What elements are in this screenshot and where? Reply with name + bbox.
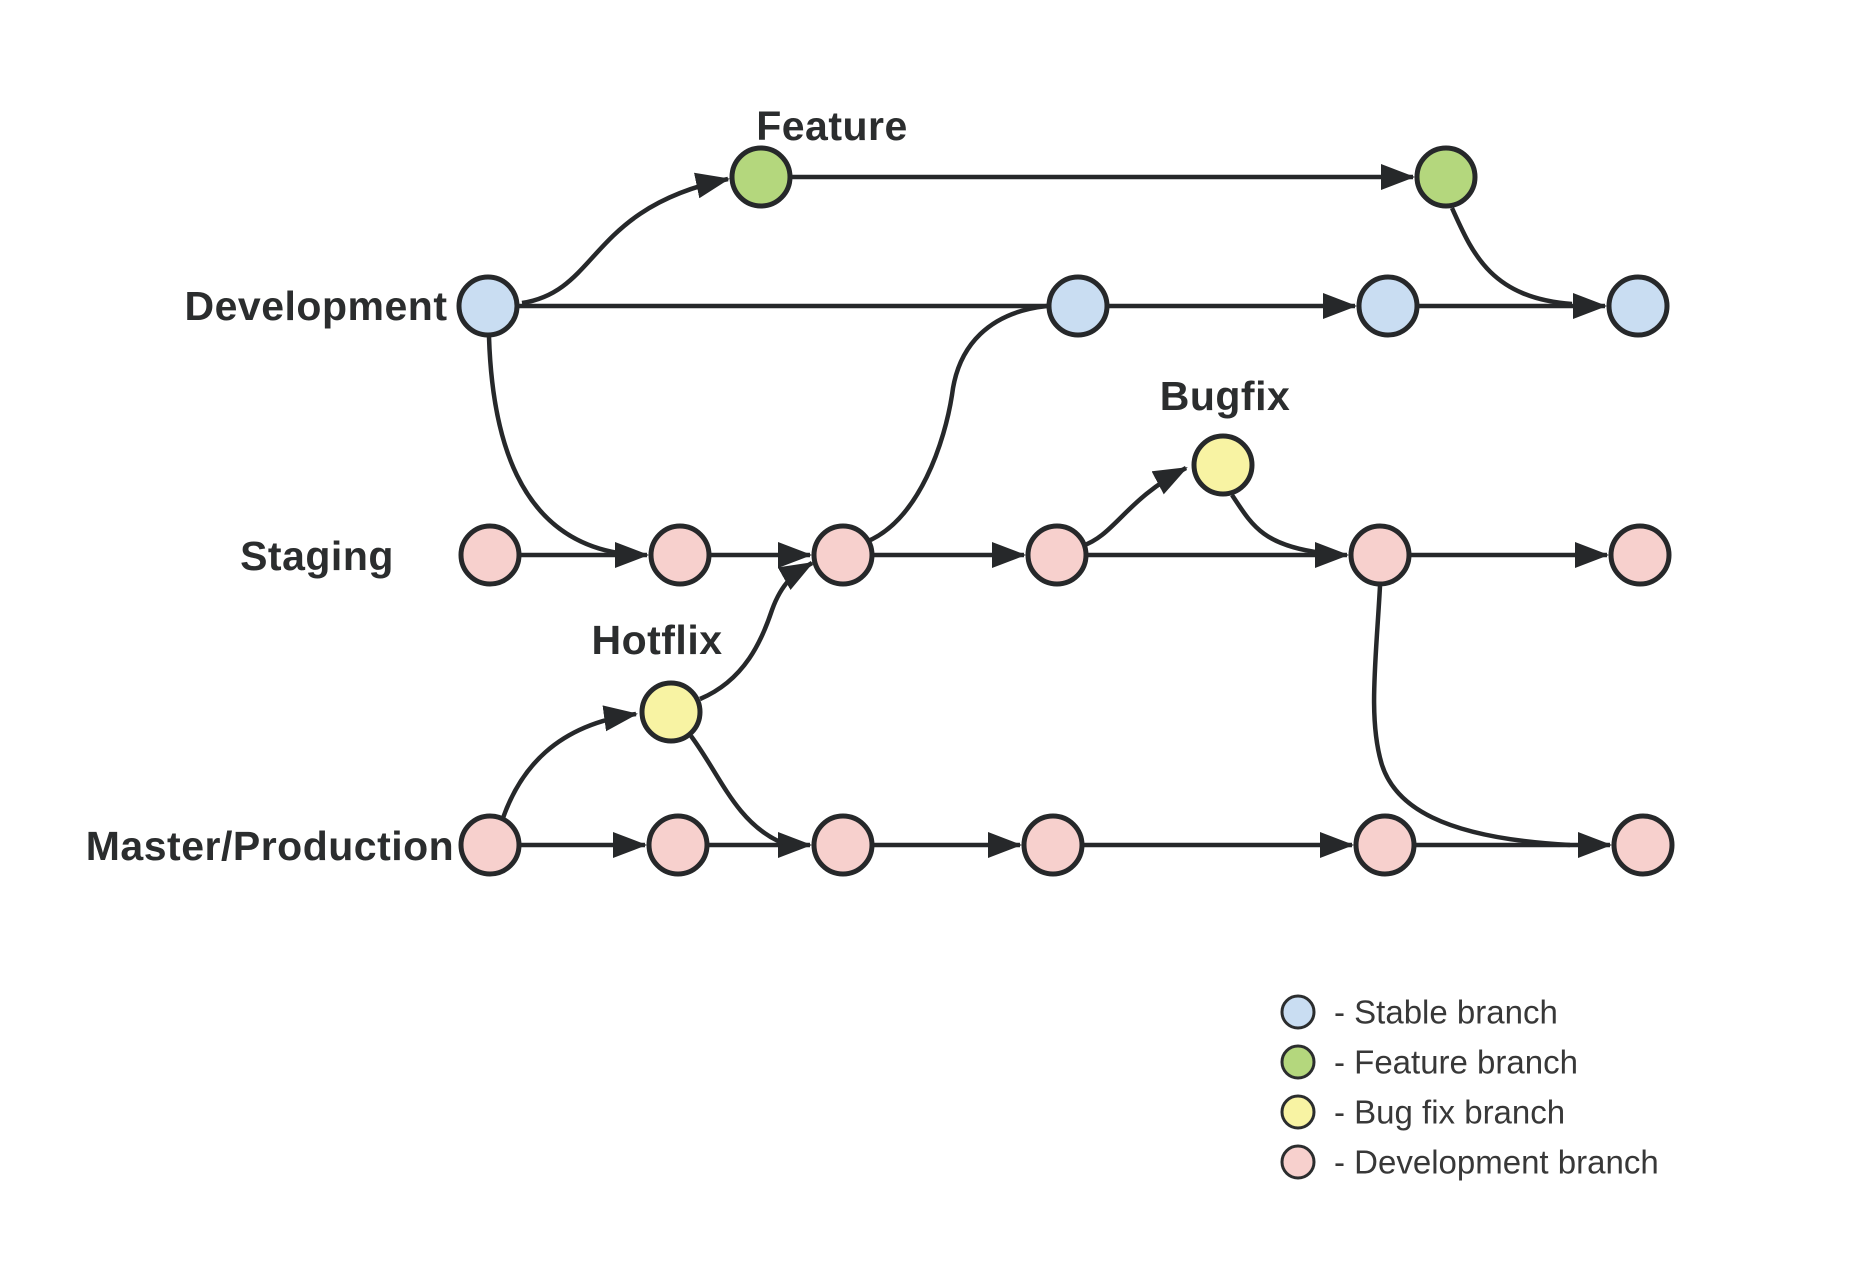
branch-label-bugfix: Bugfix bbox=[1160, 373, 1291, 419]
edge-staging3-merge-dev bbox=[865, 303, 1048, 545]
commit-master-6 bbox=[1611, 813, 1675, 877]
legend-label-development-branch: - Development branch bbox=[1334, 1144, 1659, 1181]
edge-staging4-to-bugfix bbox=[1081, 466, 1188, 549]
commit-feature-2 bbox=[1414, 145, 1478, 209]
edge-hotfix-merge-staging bbox=[699, 561, 814, 702]
row-label-development: Development bbox=[185, 283, 448, 329]
commit-master-5 bbox=[1353, 813, 1417, 877]
legend-swatch-bugfix-branch bbox=[1280, 1094, 1316, 1130]
edge-dev1-merge-staging bbox=[486, 336, 626, 557]
commit-dev-4 bbox=[1606, 274, 1670, 338]
edge-dev1-to-feature1 bbox=[521, 172, 730, 306]
legend-label-feature-branch: - Feature branch bbox=[1334, 1044, 1578, 1081]
commit-dev-3 bbox=[1356, 274, 1420, 338]
edge-bugfix-merge-staging bbox=[1230, 493, 1323, 556]
edges-layer bbox=[486, 164, 1612, 858]
commit-staging-2 bbox=[648, 523, 712, 587]
legend-swatch-development-branch bbox=[1280, 1144, 1316, 1180]
row-label-master-production: Master/Production bbox=[86, 823, 454, 869]
edge-staging5-merge-master bbox=[1371, 585, 1571, 848]
commit-staging-1 bbox=[458, 523, 522, 587]
commit-staging-3 bbox=[811, 523, 875, 587]
commit-hotfix-1 bbox=[639, 680, 703, 744]
commit-feature-1 bbox=[729, 145, 793, 209]
legend-label-stable-branch: - Stable branch bbox=[1334, 994, 1558, 1031]
commit-master-3 bbox=[811, 813, 875, 877]
commit-bugfix-1 bbox=[1191, 433, 1255, 497]
commit-master-4 bbox=[1021, 813, 1085, 877]
commit-staging-4 bbox=[1025, 523, 1089, 587]
commit-dev-1 bbox=[456, 274, 520, 338]
legend: - Stable branch - Feature branch - Bug f… bbox=[1280, 994, 1659, 1181]
edge-master1-to-hotfix bbox=[500, 705, 638, 819]
legend-swatch-feature-branch bbox=[1280, 1044, 1316, 1080]
row-label-staging: Staging bbox=[240, 533, 394, 579]
legend-swatch-stable-branch bbox=[1280, 994, 1316, 1030]
branch-label-feature: Feature bbox=[756, 103, 908, 149]
nodes-layer bbox=[456, 145, 1675, 877]
commit-dev-2 bbox=[1046, 274, 1110, 338]
legend-label-bugfix-branch: - Bug fix branch bbox=[1334, 1094, 1565, 1131]
edge-feature2-merge-dev bbox=[1449, 207, 1573, 307]
commit-staging-5 bbox=[1348, 523, 1412, 587]
edge-hotfix-merge-master bbox=[689, 734, 791, 847]
commit-master-1 bbox=[458, 813, 522, 877]
branch-label-hotfix: Hotflix bbox=[591, 617, 722, 663]
commit-master-2 bbox=[646, 813, 710, 877]
commit-staging-6 bbox=[1608, 523, 1672, 587]
